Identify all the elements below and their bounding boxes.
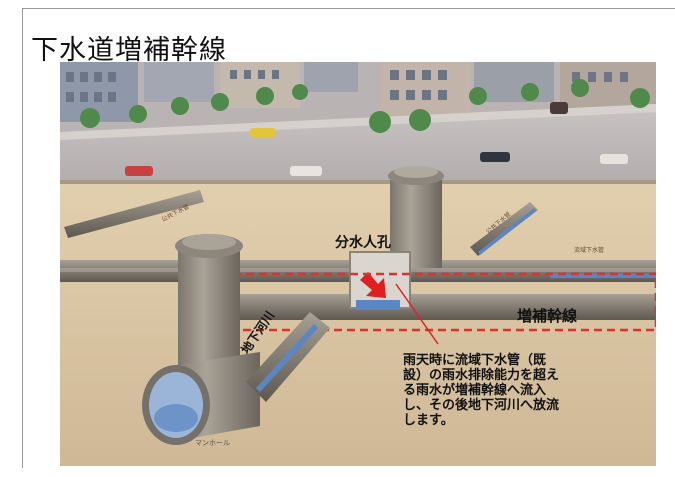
explanation-note: 雨天時に流域下水管（既 設）の雨水排除能力を超え る雨水が増補幹線へ流入 し、そ… — [403, 353, 643, 428]
inflow-arrow — [360, 272, 386, 298]
explanation-line: 雨天時に流域下水管（既 — [403, 353, 547, 368]
street-trees — [80, 79, 650, 133]
frame-top-line — [22, 8, 675, 9]
trunk-line-pipe — [230, 294, 656, 320]
explanation-line: します。 — [403, 413, 454, 428]
basin-sewer-label: 流域下水管 — [574, 247, 605, 254]
slide-title: 下水道増補幹線 — [31, 35, 227, 66]
frame-left-line — [22, 8, 23, 468]
leader-line — [395, 283, 439, 345]
cars — [125, 102, 628, 176]
street — [60, 104, 656, 182]
explanation-line: る雨水が増補幹線へ流入 — [403, 383, 547, 398]
trunk-line-label: 増補幹線 — [517, 307, 578, 325]
explanation-line: 設）の雨水排除能力を超え — [403, 368, 560, 383]
branch-manhole-label: 分水人孔 — [335, 235, 391, 251]
explanation-line: し、その後地下河川へ放流 — [403, 398, 560, 413]
manhole-label: マンホール — [195, 439, 230, 447]
sewer-illustration — [60, 62, 656, 466]
